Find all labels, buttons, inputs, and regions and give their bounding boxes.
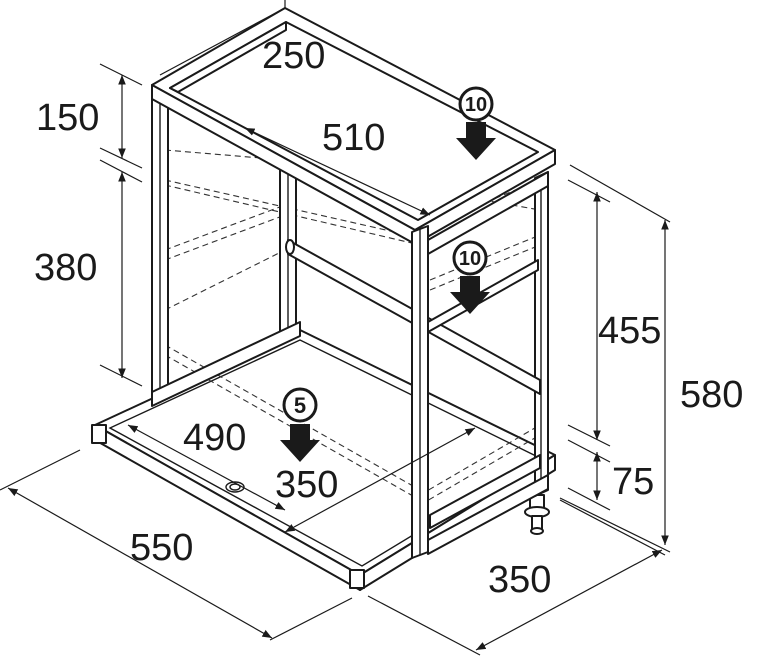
svg-text:10: 10 (459, 248, 481, 270)
left-lower-rail (151, 321, 301, 407)
dim-foot-height: 75 (612, 461, 654, 503)
foot-left (91, 424, 107, 444)
dim-base-inner-width: 350 (275, 464, 338, 506)
foot-front (349, 569, 365, 589)
svg-text:10: 10 (465, 94, 487, 116)
dim-base-depth-outer: 350 (488, 559, 551, 601)
dim-base-depth: 490 (183, 417, 246, 459)
dim-base-width: 550 (130, 527, 193, 569)
dim-top-width: 510 (322, 117, 385, 159)
dimension-lines (0, 0, 671, 656)
dim-total-height: 580 (680, 374, 743, 416)
load-badge-shelf: 10 (450, 240, 490, 314)
front-right-post (411, 225, 429, 559)
dim-middle-height: 380 (34, 247, 97, 289)
adjuster-foot (524, 494, 550, 535)
load-badge-top: 10 (456, 86, 496, 160)
svg-text:5: 5 (294, 393, 306, 418)
dim-top-depth: 250 (262, 35, 325, 77)
dim-upper-height: 150 (36, 97, 99, 139)
left-post (151, 77, 169, 401)
dim-side-height: 455 (598, 310, 661, 352)
